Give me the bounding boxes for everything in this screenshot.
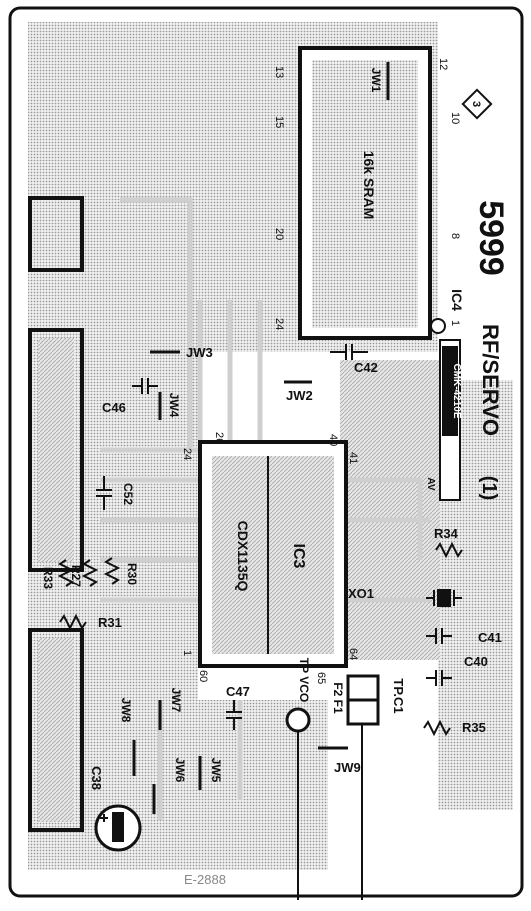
- ic4-pin-20: 20: [273, 228, 285, 240]
- ground-plane-mid: [340, 360, 440, 660]
- connector-top: [28, 196, 84, 272]
- c40-capacitor: [426, 670, 452, 686]
- footer-code: E-2888: [184, 872, 226, 887]
- c52-capacitor: [96, 476, 112, 510]
- ic3-ref: IC3: [290, 544, 307, 569]
- tp-c1-testpoint: [346, 674, 380, 900]
- jw1-label: JW1: [369, 68, 383, 93]
- c41-capacitor: [426, 628, 452, 644]
- c42-label: C42: [354, 360, 378, 375]
- xo1-crystal: [426, 589, 462, 607]
- tp-vco-label: TP VCO: [297, 658, 311, 702]
- board-side: (1): [478, 476, 500, 500]
- r34-label: R34: [434, 526, 459, 541]
- ic4-pin-8: 8: [449, 233, 461, 239]
- jw8-label: JW8: [119, 698, 133, 723]
- ic3-pin-64: 64: [347, 648, 359, 660]
- ic4-name: 16k SRAM: [361, 151, 377, 219]
- ic4-pin-15: 15: [273, 116, 285, 128]
- r35-label: R35: [462, 720, 486, 735]
- r33-resistor: [57, 559, 75, 587]
- jw6-label: JW6: [173, 758, 187, 783]
- r34-resistor: [435, 541, 463, 559]
- r31-resistor: [59, 613, 87, 631]
- tp-c1-label: TP.C1: [391, 678, 406, 713]
- ic4-pin-1: 1: [449, 320, 461, 326]
- r27-resistor: [81, 559, 99, 587]
- c42-capacitor: [330, 344, 368, 360]
- ic4-sram: [298, 46, 446, 340]
- c40-label: C40: [464, 654, 488, 669]
- ic4-pin-24: 24: [273, 318, 285, 330]
- ic3-name: CDX1135Q: [235, 521, 251, 592]
- jw5-label: JW5: [209, 758, 223, 783]
- r31-label: R31: [98, 615, 122, 630]
- ground-plane-bottom: [28, 700, 328, 870]
- xo1-label: XO1: [348, 586, 374, 601]
- jw9-label: JW9: [334, 760, 361, 775]
- ic4-ref: IC4: [449, 289, 465, 311]
- jw2-label: JW2: [286, 388, 313, 403]
- ic3-pin-40: 40: [327, 434, 339, 446]
- c47-label: C47: [226, 684, 250, 699]
- c38-capacitor: [94, 804, 142, 852]
- r30-label: R30: [125, 563, 139, 585]
- jw4-label: JW4: [167, 393, 181, 418]
- ic4-pin1-marker: [430, 318, 446, 334]
- part-number: 5999: [472, 200, 510, 276]
- revision-mark: [461, 88, 493, 120]
- c47-capacitor: [226, 700, 242, 730]
- jw3-label: JW3: [186, 345, 213, 360]
- connector-bottom: [28, 628, 84, 832]
- ic3-pin-24: 24: [181, 448, 193, 460]
- ic3-pin-60: 60: [197, 670, 209, 682]
- r33-label: R33: [41, 567, 55, 589]
- ic4-pin-10: 10: [449, 112, 461, 124]
- c38-label: C38: [89, 766, 104, 790]
- ic3-pin-41: 41: [347, 452, 359, 464]
- ic3-pin-65: 65: [315, 672, 327, 684]
- c52-label: C52: [121, 483, 135, 505]
- sticker-text: CMK-4210E: [451, 363, 462, 418]
- ic3-pin-26: 26: [213, 432, 225, 444]
- board-title: RF/SERVO: [478, 324, 503, 436]
- f2f1-label: F2 F1: [331, 682, 345, 714]
- c46-capacitor: [132, 378, 158, 394]
- tp-vco-testpoint: [285, 707, 311, 900]
- c46-label: C46: [102, 400, 126, 415]
- r30-resistor: [103, 557, 121, 585]
- jw7-label: JW7: [169, 688, 183, 713]
- c41-label: C41: [478, 630, 502, 645]
- ic3-pin-1: 1: [181, 650, 193, 656]
- r35-resistor: [423, 719, 451, 737]
- ic3-chip: [198, 440, 348, 668]
- connector-middle: [28, 328, 84, 572]
- revision-number: 3: [470, 101, 482, 107]
- ic4-pin-12: 12: [437, 58, 449, 70]
- sticker-tag: AV: [425, 477, 436, 490]
- r27-label: R27: [69, 565, 83, 587]
- ic4-pin-13: 13: [273, 66, 285, 78]
